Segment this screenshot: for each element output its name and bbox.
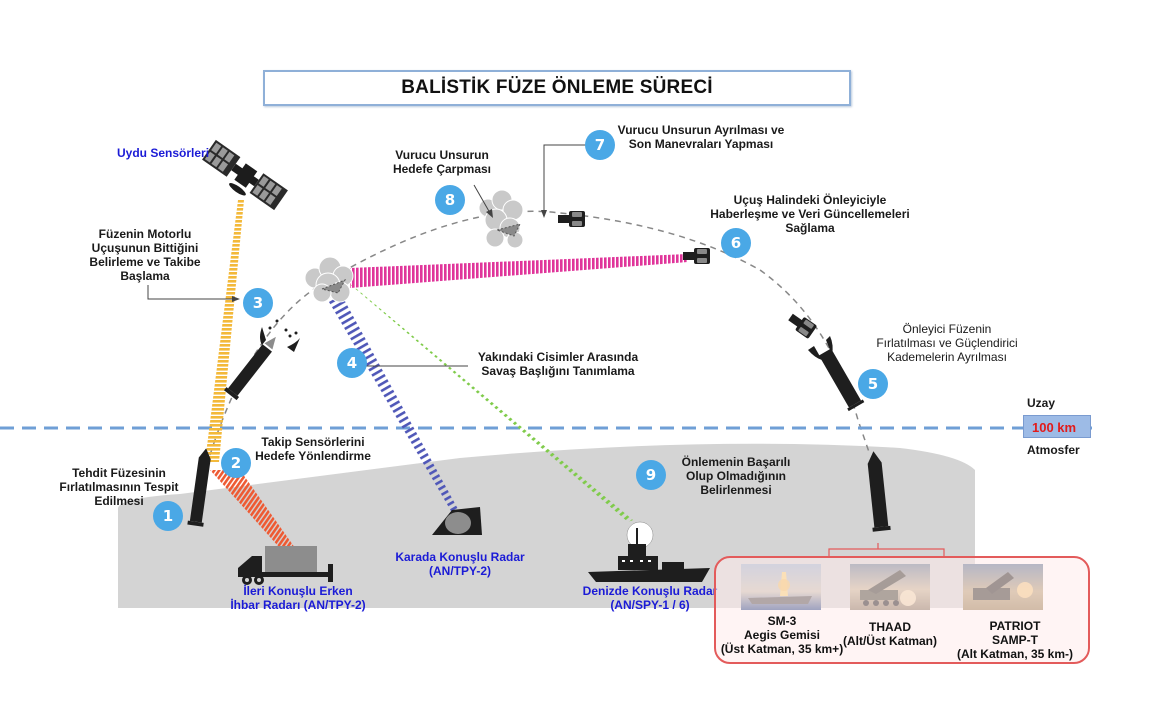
step-3-line-1: Füzenin Motorlu	[98, 227, 192, 241]
land-radar-icon	[432, 507, 482, 535]
kill-vehicle-datalink-icon	[683, 248, 710, 264]
step-5-line-2: Fırlatılması ve Güçlendirici	[876, 336, 1018, 350]
booster-fragments	[260, 319, 300, 352]
kill-vehicle-boost-icon	[788, 313, 817, 339]
step-2-line-2: Hedefe Yönlendirme	[255, 449, 371, 463]
step-4-line-2: Savaş Başlığını Tanımlama	[481, 364, 635, 378]
step-5-line-1: Önleyici Füzenin	[902, 322, 992, 336]
step-3-label: Füzenin Motorlu Uçuşunun Bittiğini Belir…	[70, 227, 220, 283]
step-8-line-1: Vurucu Unsurun	[395, 148, 489, 162]
space-label: Uzay	[1027, 396, 1056, 410]
step-5-label: Önleyici Füzenin Fırlatılması ve Güçlend…	[862, 322, 1032, 364]
step-badge-9: 9	[636, 460, 666, 490]
step-badge-7: 7	[585, 130, 615, 160]
step-6-label: Uçuş Halindeki Önleyiciyle Haberleşme ve…	[700, 193, 920, 235]
interceptor-missile-boost	[818, 348, 865, 412]
altitude-badge: 100 km	[1023, 415, 1091, 438]
step-6-line-3: Sağlama	[785, 221, 835, 235]
step-3-line-2: Uçuşunun Bittiğini	[91, 241, 199, 255]
sm3-line-3: (Üst Katman, 35 km+)	[720, 642, 844, 656]
thaad-line-2: (Alt/Üst Katman)	[842, 634, 937, 648]
datalink-beam	[350, 254, 688, 288]
forward-radar-label: İleri Konuşlu Erken İhbar Radarı (AN/TPY…	[218, 584, 378, 612]
step-4-line-1: Yakındaki Cisimler Arasında	[477, 350, 639, 364]
step-9-label: Önlemenin Başarılı Olup Olmadığının Beli…	[674, 455, 798, 497]
page-title: BALİSTİK FÜZE ÖNLEME SÜRECİ	[401, 77, 713, 98]
title-box: BALİSTİK FÜZE ÖNLEME SÜRECİ	[263, 70, 851, 106]
step-9-line-1: Önlemenin Başarılı	[681, 455, 791, 469]
aegis-ship-icon	[588, 521, 710, 582]
debris-cloud-impact	[478, 189, 524, 249]
step-6-line-1: Uçuş Halindeki Önleyiciyle	[733, 193, 887, 207]
threat-missile-launch	[187, 448, 211, 527]
sm3-line-2: Aegis Gemisi	[743, 628, 821, 642]
land-radar-line-1: Karada Konuşlu Radar	[395, 550, 525, 564]
forward-radar-line-1: İleri Konuşlu Erken	[243, 584, 353, 598]
land-radar-label: Karada Konuşlu Radar (AN/TPY-2)	[385, 550, 535, 578]
arrowhead-step8	[486, 209, 493, 218]
kill-vehicle-icon	[558, 211, 585, 227]
step-3-line-4: Başlama	[120, 269, 170, 283]
step-9-line-3: Belirlenmesi	[700, 483, 772, 497]
step-9-line-2: Olup Olmadığının	[686, 469, 786, 483]
step-badge-6: 6	[721, 228, 751, 258]
trajectory-arc	[209, 210, 871, 456]
thaad-line-1: THAAD	[869, 620, 911, 634]
arrowhead-step3	[232, 296, 240, 302]
threat-missile-midcourse	[223, 336, 276, 401]
forward-radar-line-2: İhbar Radarı (AN/TPY-2)	[230, 598, 366, 612]
step-7-line-1: Vurucu Unsurun Ayrılması ve	[617, 123, 785, 137]
forward-radar-truck-icon	[238, 546, 333, 585]
step-7-line-2: Son Manevraları Yapması	[628, 137, 774, 151]
step-badge-2: 2	[221, 448, 251, 478]
satellite-beam	[205, 200, 244, 462]
patriot-line-1: PATRIOT	[989, 619, 1041, 633]
patriot-line-3: (Alt Katman, 35 km-)	[956, 647, 1074, 661]
interceptor-systems-panel	[714, 556, 1090, 664]
satellite-sensors-label: Uydu Sensörleri	[117, 146, 210, 160]
step-6-line-2: Haberleşme ve Veri Güncellemeleri	[710, 207, 910, 221]
step-1-line-1: Tehdit Füzesinin	[72, 466, 166, 480]
sea-radar-line-1: Denizde Konuşlu Radar	[582, 584, 718, 598]
debris-cloud-left	[304, 256, 354, 303]
patriot-label: PATRIOT SAMP-T (Alt Katman, 35 km-)	[940, 619, 1090, 661]
step-8-line-2: Hedefe Çarpması	[392, 162, 492, 176]
satellite-icon	[202, 139, 288, 211]
sea-radar-beam	[345, 280, 633, 522]
step-badge-8: 8	[435, 185, 465, 215]
early-warning-beam	[210, 470, 300, 556]
step-1-line-2: Fırlatılmasının Tespit	[59, 480, 179, 494]
atmosphere-label: Atmosfer	[1027, 443, 1080, 457]
sm3-line-1: SM-3	[767, 614, 797, 628]
interceptor-missile-launch	[867, 451, 891, 532]
step-badge-3: 3	[243, 288, 273, 318]
interceptor-stage-fragments	[808, 336, 833, 360]
sea-radar-line-2: (AN/SPY-1 / 6)	[610, 598, 690, 612]
step-badge-5: 5	[858, 369, 888, 399]
step-1-label: Tehdit Füzesinin Fırlatılmasının Tespit …	[48, 466, 190, 508]
patriot-line-2: SAMP-T	[992, 633, 1038, 647]
thaad-label: THAAD (Alt/Üst Katman)	[830, 620, 950, 648]
land-radar-line-2: (AN/TPY-2)	[428, 564, 491, 578]
step-2-label: Takip Sensörlerini Hedefe Yönlendirme	[245, 435, 381, 463]
step-badge-1: 1	[153, 501, 183, 531]
step-2-line-1: Takip Sensörlerini	[261, 435, 365, 449]
step-8-label: Vurucu Unsurun Hedefe Çarpması	[382, 148, 502, 176]
step-7-label: Vurucu Unsurun Ayrılması ve Son Manevral…	[606, 123, 796, 151]
step-1-line-3: Edilmesi	[94, 494, 144, 508]
leader-arrows	[147, 144, 588, 367]
sea-radar-label: Denizde Konuşlu Radar (AN/SPY-1 / 6)	[580, 584, 720, 612]
step-3-line-3: Belirleme ve Takibe	[89, 255, 201, 269]
step-5-line-3: Kademelerin Ayrılması	[887, 350, 1007, 364]
step-4-label: Yakındaki Cisimler Arasında Savaş Başlığ…	[468, 350, 648, 378]
sm3-label: SM-3 Aegis Gemisi (Üst Katman, 35 km+)	[712, 614, 852, 656]
arrowhead-step7	[541, 210, 547, 218]
systems-bracket	[828, 543, 945, 557]
step-badge-4: 4	[337, 348, 367, 378]
